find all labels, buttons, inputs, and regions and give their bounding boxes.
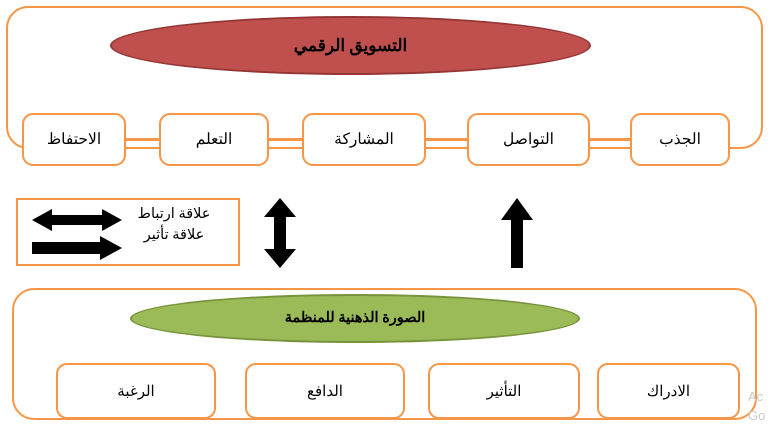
double-headed-vertical-arrow-icon (264, 198, 296, 268)
bottom-section-container (12, 288, 757, 420)
connector-participation-communication (425, 138, 468, 141)
organization-mental-image-ellipse: الصورة الذهنية للمنظمة (130, 294, 580, 343)
bottom-node-desire[interactable]: الرغبة (56, 363, 216, 419)
bottom-node-influence[interactable]: التأثير (428, 363, 580, 419)
top-node-retention-label: الاحتفاظ (46, 131, 102, 148)
top-node-learning-label: التعلم (195, 131, 233, 148)
digital-marketing-label: التسويق الرقمي (293, 35, 408, 55)
connector-communication-attraction (589, 138, 631, 141)
connector-learning-participation (268, 138, 303, 141)
double-headed-arrow-icon (32, 209, 122, 231)
legend-label-group: علاقة ارتباط علاقة تأثير (118, 204, 230, 246)
single-headed-arrow-icon (32, 236, 122, 260)
legend-label-correlation: علاقة ارتباط (137, 206, 211, 222)
bottom-node-motive-label: الدافع (307, 383, 343, 400)
digital-marketing-ellipse: التسويق الرقمي (110, 16, 591, 75)
bottom-node-perception-label: الادراك (646, 383, 691, 400)
legend-label-influence: علاقة تأثير (143, 227, 205, 244)
top-node-retention[interactable]: الاحتفاظ (22, 113, 126, 166)
top-node-participation-label: المشاركة (334, 131, 394, 148)
top-node-attraction-label: الجذب (659, 131, 701, 148)
top-node-learning[interactable]: التعلم (159, 113, 269, 166)
up-arrow-icon (501, 198, 533, 268)
top-node-communication-label: التواصل (503, 131, 554, 148)
bottom-node-perception[interactable]: الادراك (597, 363, 740, 419)
top-node-participation[interactable]: المشاركة (302, 113, 426, 166)
top-node-communication[interactable]: التواصل (467, 113, 590, 166)
organization-mental-image-label: الصورة الذهنية للمنظمة (284, 310, 426, 326)
legend-box: علاقة ارتباط علاقة تأثير (16, 198, 240, 266)
bottom-node-influence-label: التأثير (486, 383, 522, 400)
top-node-attraction[interactable]: الجذب (630, 113, 730, 166)
connector-retention-learning (125, 138, 160, 141)
bottom-node-motive[interactable]: الدافع (245, 363, 405, 419)
bottom-node-desire-label: الرغبة (117, 383, 155, 400)
